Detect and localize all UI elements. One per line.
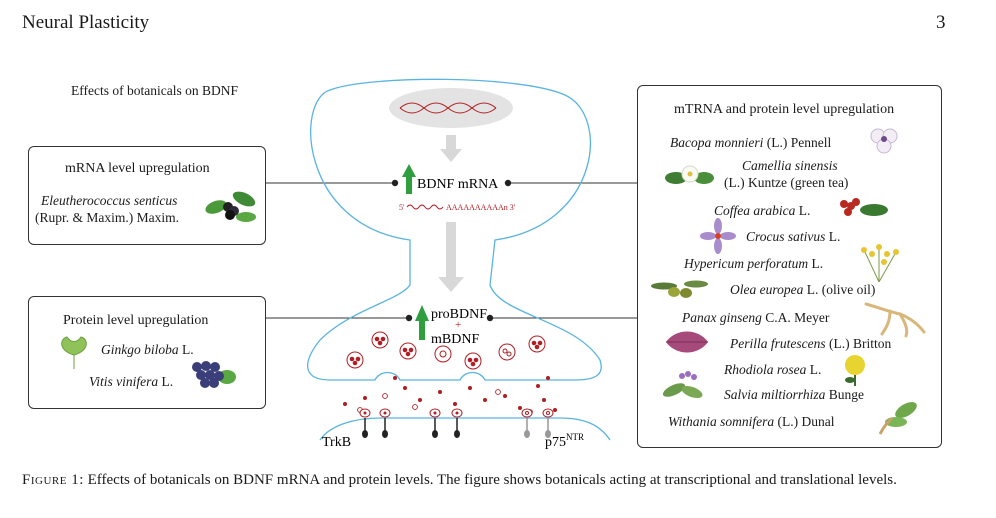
ginkgo-icon <box>61 336 87 369</box>
receptor-icon <box>379 408 391 438</box>
eleutherococcus-icon <box>205 191 256 222</box>
connector-dot <box>504 179 512 187</box>
probdnf-label: proBDNF <box>431 307 487 322</box>
mrna-5prime-label: 5' <box>399 203 405 212</box>
botanical-name: Eleutherococcus senticus <box>41 193 178 208</box>
trkb-receptors <box>359 408 463 438</box>
mrna-protein-upregulation-box: mTRNA and protein level upregulation Bac… <box>637 85 942 448</box>
poly-a-tail: AAAAAAAAAAn 3' <box>446 203 516 212</box>
p75-superscript: NTR <box>566 432 584 442</box>
perilla-icon <box>666 331 708 353</box>
vesicles <box>346 331 546 370</box>
protein-upregulation-box: Protein level upregulation Ginkgo biloba… <box>28 296 266 409</box>
page-number: 3 <box>936 12 946 33</box>
figure-caption-text: Effects of botanicals on BDNF mRNA and p… <box>87 472 897 488</box>
receptor-icon <box>542 408 554 438</box>
connector-dot <box>391 179 399 187</box>
botanical-row: Bacopa monnieri (L.) Pennell <box>670 135 832 150</box>
connector-dot <box>405 314 413 322</box>
botanical-row: Crocus sativus L. <box>746 229 841 244</box>
vitis-icon <box>192 361 236 388</box>
transcription-arrow <box>440 135 462 162</box>
botanical-row: Coffea arabica L. <box>714 203 811 218</box>
figure-caption: Figure 1: Effects of botanicals on BDNF … <box>22 470 972 490</box>
mrna-strand <box>406 204 444 210</box>
botanical-row: Rhodiola rosea L. <box>724 362 822 377</box>
bdnf-mrna-label: BDNF mRNA <box>417 177 499 192</box>
botanical-row: Hypericum perforatum L. <box>684 256 824 271</box>
olea-icon <box>651 280 708 298</box>
released-bdnf <box>343 376 557 412</box>
vesicle-icon <box>371 331 389 349</box>
vesicle-icon <box>528 335 546 353</box>
translation-arrow <box>438 222 464 292</box>
presynaptic-membrane <box>307 78 602 381</box>
botanical-author: (Rupr. & Maxim.) Maxim. <box>35 210 179 225</box>
figure-label: Figure 1: <box>22 472 84 488</box>
connector-dot <box>486 314 494 322</box>
protein-box-title: Protein level upregulation <box>63 313 209 328</box>
crocus-icon <box>700 218 736 254</box>
dna-helix-icon <box>399 102 497 114</box>
botanical-row: Salvia miltiorrhiza Bunge <box>724 387 865 402</box>
hypericum-icon <box>861 244 899 282</box>
salvia-icon <box>662 371 703 399</box>
p75-text: p75 <box>545 435 566 450</box>
botanical-row: Olea europea L. (olive oil) <box>730 282 876 297</box>
vesicle-icon <box>464 352 482 370</box>
p75ntr-receptors <box>521 408 554 438</box>
mbdnf-label: mBDNF <box>431 332 479 347</box>
mrna-upregulation-box: mRNA level upregulation Eleutherococcus … <box>28 146 266 245</box>
vesicle-icon <box>399 342 417 360</box>
receptor-icon <box>451 408 463 438</box>
nucleus <box>389 88 513 128</box>
botanical-author: L. <box>182 342 194 357</box>
receptor-icon <box>521 408 533 438</box>
botanical-row: Panax ginseng C.A. Meyer <box>682 310 830 325</box>
panax-icon <box>864 302 926 338</box>
plus-sign: + <box>455 319 461 331</box>
botanical-name: Ginkgo biloba <box>101 342 179 357</box>
botanical-row: Ginkgo biloba L. <box>101 342 194 358</box>
running-header-journal: Neural Plasticity <box>22 12 150 33</box>
receptor-icon <box>359 408 371 438</box>
neuron-synapse-diagram: BDNF mRNA 5' AAAAAAAAAAn 3' proBDNF + mB… <box>265 78 637 450</box>
camellia-icon <box>665 165 714 184</box>
vesicle-icon <box>346 351 364 369</box>
botanical-name: Vitis vinifera <box>89 374 159 389</box>
figure-title: Effects of botanicals on BDNF <box>71 83 238 98</box>
botanical-name: Camellia sinensis <box>742 158 838 173</box>
vesicle-icon <box>434 345 452 363</box>
both-box-title: mTRNA and protein level upregulation <box>674 102 895 117</box>
trkb-label: TrkB <box>322 435 351 450</box>
botanical-row: Withania somnifera (L.) Dunal <box>668 414 835 429</box>
p75ntr-label: p75NTR <box>545 432 584 450</box>
botanical-row: Perilla frutescens (L.) Britton <box>730 336 892 351</box>
botanical-author: (L.) Kuntze (green tea) <box>724 175 849 190</box>
botanical-row: Vitis vinifera L. <box>89 374 173 390</box>
mrna-upregulation-arrow-icon <box>402 164 416 194</box>
mrna-box-title: mRNA level upregulation <box>65 161 210 176</box>
botanical-author: L. <box>161 374 174 389</box>
withania-icon <box>878 402 917 435</box>
protein-upregulation-arrow-icon <box>415 305 429 340</box>
vesicle-icon <box>498 343 516 361</box>
coffea-icon <box>840 198 888 216</box>
postsynaptic-membrane <box>319 417 611 441</box>
bacopa-icon <box>870 128 898 154</box>
receptor-icon <box>429 408 441 438</box>
rhodiola-icon <box>845 355 865 386</box>
